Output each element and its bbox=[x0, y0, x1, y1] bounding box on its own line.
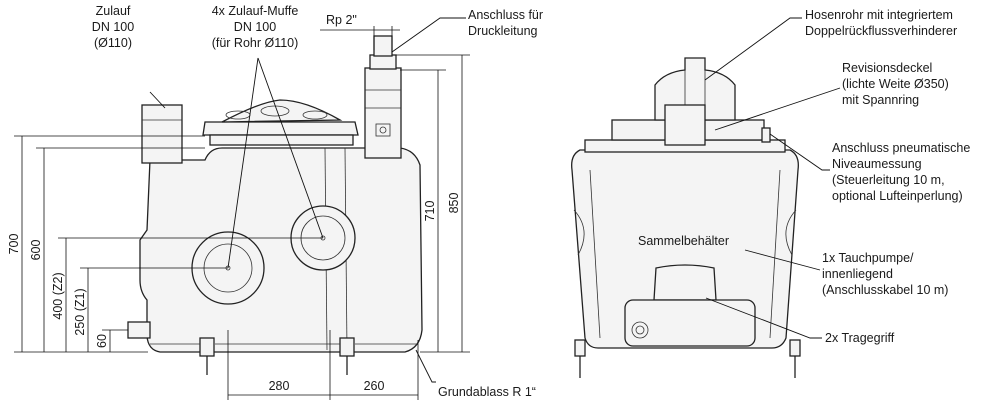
leaders-front bbox=[704, 17, 841, 339]
callout-tauchpumpe: 1x Tauchpumpe/ innenliegend (Anschlusska… bbox=[822, 251, 948, 297]
dim-600: 600 bbox=[29, 240, 43, 261]
leaders-side bbox=[149, 17, 466, 383]
revision-line-1: Revisionsdeckel bbox=[842, 61, 932, 75]
pneumatisch-line-4: optional Lufteinperlung) bbox=[832, 189, 963, 203]
pneumatisch-line-2: Niveaumessung bbox=[832, 157, 922, 171]
callout-zulauf: Zulauf DN 100 (Ø110) bbox=[92, 4, 134, 50]
hosenrohr-line-1: Hosenrohr mit integriertem bbox=[805, 8, 953, 22]
rp-label: Rp 2" bbox=[326, 13, 357, 27]
druck-line-1: Anschluss für bbox=[468, 8, 543, 22]
lid-dome-side bbox=[221, 99, 343, 123]
lid-ring-side bbox=[209, 134, 354, 146]
callout-revisionsdeckel: Revisionsdeckel (lichte Weite Ø350) mit … bbox=[842, 61, 949, 107]
zulauf-line-2: DN 100 bbox=[92, 20, 134, 34]
bottom-drain bbox=[127, 321, 151, 339]
callout-pneumatisch: Anschluss pneumatische Niveaumessung (St… bbox=[832, 141, 970, 203]
sammelbehaelter-label: Sammelbehälter bbox=[638, 234, 729, 248]
hosenrohr-line-2: Doppelrückflussverhinderer bbox=[805, 24, 957, 38]
muffe-line-1: 4x Zulauf-Muffe bbox=[212, 4, 299, 18]
pressure-pipe bbox=[364, 67, 402, 159]
drain-plug bbox=[631, 321, 649, 339]
lid-bump-3 bbox=[302, 110, 328, 120]
callout-druckleitung: Anschluss für Druckleitung bbox=[468, 8, 543, 38]
dim-250: 250 (Z1) bbox=[73, 288, 87, 335]
tank-body-front bbox=[571, 149, 799, 349]
front-view bbox=[571, 57, 801, 378]
dim-280: 280 bbox=[269, 379, 290, 393]
inlet-pipe bbox=[141, 104, 183, 164]
tragegriff-label: 2x Tragegriff bbox=[825, 331, 895, 345]
pumpe-line-3: (Anschlusskabel 10 m) bbox=[822, 283, 948, 297]
pneumatisch-line-3: (Steuerleitung 10 m, bbox=[832, 173, 945, 187]
dimensions-side bbox=[14, 26, 470, 400]
revision-line-3: mit Spannring bbox=[842, 93, 919, 107]
zulauf-line-1: Zulauf bbox=[96, 4, 131, 18]
dim-700: 700 bbox=[7, 234, 21, 255]
callout-hosenrohr: Hosenrohr mit integriertem Doppelrückflu… bbox=[805, 8, 957, 38]
pumpe-line-1: 1x Tauchpumpe/ bbox=[822, 251, 914, 265]
zulauf-line-3: (Ø110) bbox=[94, 36, 132, 50]
dim-850: 850 bbox=[447, 193, 461, 214]
dim-400: 400 (Z2) bbox=[51, 272, 65, 319]
dim-710: 710 bbox=[423, 201, 437, 222]
pneumatisch-line-1: Anschluss pneumatische bbox=[832, 141, 970, 155]
muffe-line-3: (für Rohr Ø110) bbox=[212, 36, 299, 50]
muffe-line-2: DN 100 bbox=[234, 20, 276, 34]
tank-body-side bbox=[139, 147, 423, 353]
dim-260: 260 bbox=[364, 379, 385, 393]
lid-side bbox=[202, 121, 359, 136]
druck-line-2: Druckleitung bbox=[468, 24, 538, 38]
callout-muffe: 4x Zulauf-Muffe DN 100 (für Rohr Ø110) bbox=[212, 4, 299, 50]
revision-line-2: (lichte Weite Ø350) bbox=[842, 77, 949, 91]
handle-front bbox=[653, 264, 717, 301]
dim-60: 60 bbox=[95, 334, 109, 348]
grundablass-label: Grundablass R 1“ bbox=[438, 385, 536, 399]
pumpe-line-2: innenliegend bbox=[822, 267, 893, 281]
side-view bbox=[127, 35, 423, 375]
